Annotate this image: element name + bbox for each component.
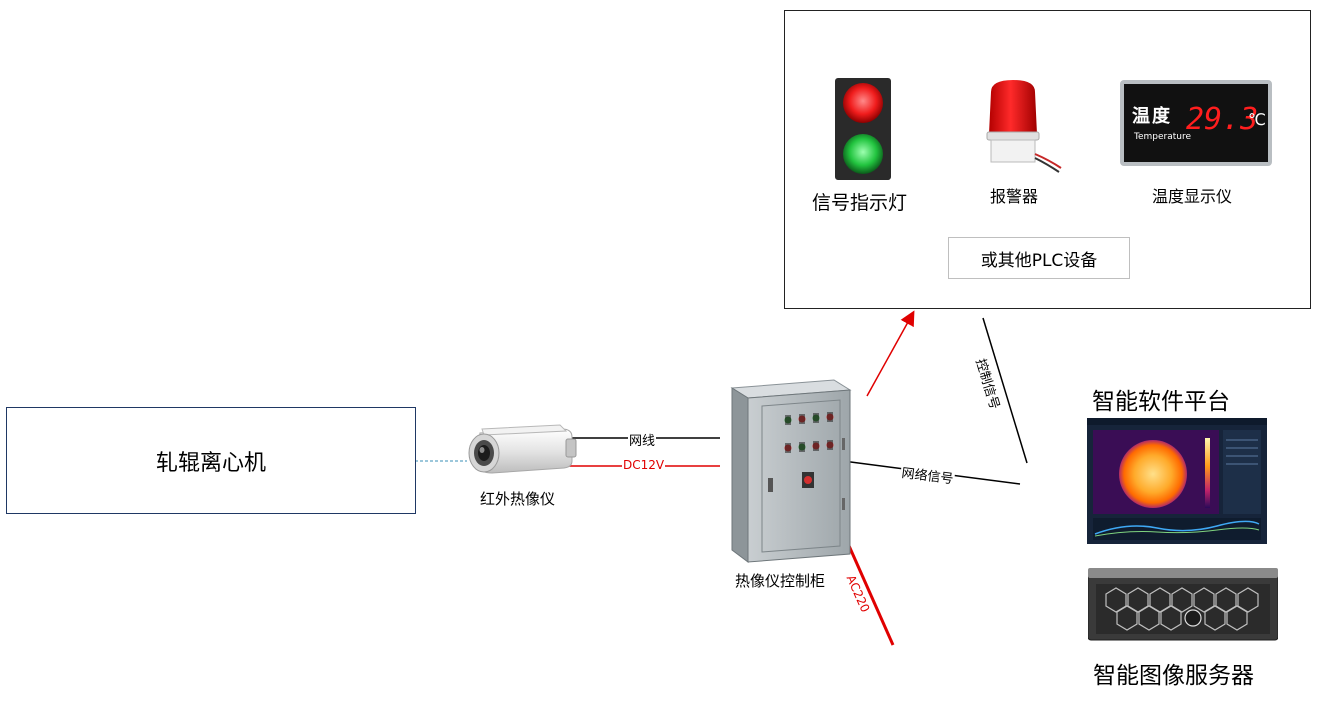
temp-display-label: 温度显示仪	[1152, 187, 1233, 206]
other-plc-label: 或其他PLC设备	[980, 250, 1098, 271]
temp-display-unit: ℃	[1248, 110, 1266, 129]
alarm-label: 报警器	[990, 187, 1039, 206]
control-cabinet-icon	[730, 379, 852, 563]
temperature-display-icon: 温度 Temperature 29.3 ℃	[1120, 80, 1272, 166]
other-plc-box: 或其他PLC设备	[948, 237, 1130, 279]
image-server-label: 智能图像服务器	[1093, 663, 1254, 689]
control-output-arrow	[866, 310, 915, 397]
network-cable-label: 网线	[628, 430, 657, 449]
thermal-camera-icon	[468, 424, 577, 474]
centrifuge-label: 轧辊离心机	[155, 450, 266, 476]
alarm-icon	[986, 80, 1062, 173]
dc12v-label: DC12V	[622, 458, 666, 472]
software-platform-label: 智能软件平台	[1092, 389, 1230, 415]
temp-display-title: 温度	[1132, 106, 1172, 127]
camera-label: 红外热像仪	[480, 490, 556, 508]
temp-display-value: 29.3	[1186, 102, 1259, 137]
temp-display-subtitle: Temperature	[1134, 132, 1192, 142]
cabinet-label: 热像仪控制柜	[735, 572, 826, 590]
centrifuge-box: 轧辊离心机	[6, 407, 416, 514]
control-signal-line	[982, 317, 1028, 464]
image-server-icon	[1088, 568, 1278, 641]
signal-light-label: 信号指示灯	[812, 192, 908, 214]
software-screen-icon	[1087, 418, 1267, 544]
signal-light-icon	[835, 78, 891, 180]
